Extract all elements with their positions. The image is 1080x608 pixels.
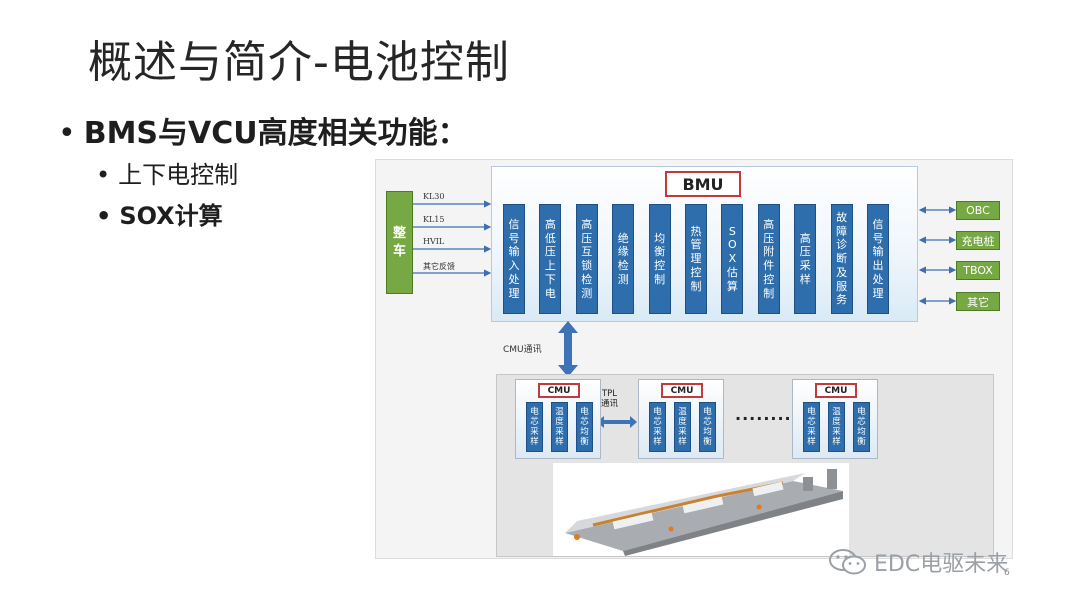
main-bullet: •BMS与VCU高度相关功能：: [58, 108, 468, 152]
cmu-function-block: 温度采样: [551, 402, 568, 452]
bullet-dot: •: [58, 116, 76, 151]
cmu-function-block: 电芯采样: [649, 402, 666, 452]
sub-bullet-sox: •SOX计算: [96, 196, 223, 231]
sub-bullet-power: •上下电控制: [96, 155, 238, 190]
more-cmu-ellipsis: ........: [735, 405, 792, 424]
cmu-function-block: 电芯均衡: [699, 402, 716, 452]
bullet-dot: •: [96, 161, 111, 189]
wechat-icon: [829, 549, 866, 575]
cmu-function-block: 电芯均衡: [853, 402, 870, 452]
bullet-dot: •: [96, 202, 112, 230]
page-number: 6: [1004, 568, 1010, 578]
signal-label-other: 其它反馈: [423, 262, 455, 271]
cmu-comm-label: CMU通讯: [503, 345, 542, 355]
cmu-group: CMU 电芯采样温度采样电芯均衡: [792, 379, 878, 459]
cmu-group: CMU 电芯采样温度采样电芯均衡: [515, 379, 601, 459]
tpl-arrow: [597, 416, 637, 428]
cmu-function-block: 温度采样: [828, 402, 845, 452]
signal-label-kl15: KL15: [423, 215, 445, 224]
external-tbox: TBOX: [956, 261, 1000, 280]
cmu-function-block: 电芯均衡: [576, 402, 593, 452]
bmu-function-block: 信号输出处理: [867, 204, 889, 314]
bmu-label: BMU: [665, 171, 741, 197]
cmu-function-block: 电芯采样: [526, 402, 543, 452]
cmu-link-arrow: [558, 321, 578, 377]
cmu-function-block: 电芯采样: [803, 402, 820, 452]
vehicle-block: 整车: [386, 191, 413, 294]
bmu-function-block: 绝缘检测: [612, 204, 635, 314]
main-bullet-text: BMS与VCU高度相关功能：: [83, 116, 468, 151]
watermark: EDC电驱未来: [828, 547, 1008, 577]
signal-label-hvil: HVIL: [423, 237, 445, 246]
bmu-function-block: 高压附件控制: [757, 204, 780, 314]
bmu-function-block: 均衡控制: [648, 204, 671, 314]
sub-bullet-text: 上下电控制: [118, 161, 239, 189]
external-arrows: [918, 206, 957, 305]
external-charger: 充电桩: [956, 231, 1000, 250]
signal-label-kl30: KL30: [423, 192, 445, 201]
battery-pack-image: [553, 463, 849, 556]
external-obc: OBC: [956, 201, 1000, 220]
bmu-function-block: 信号输入处理: [503, 204, 525, 314]
bms-architecture-diagram: 整车 KL30 KL15 HVIL 其它反馈 BMU 信号输入处理高低压上下电高…: [375, 159, 1013, 559]
cmu-label: CMU: [538, 383, 580, 398]
bmu-function-block: 高压互锁检测: [575, 204, 598, 314]
cmu-label: CMU: [661, 383, 703, 398]
sub-bullet-text: SOX计算: [119, 202, 223, 230]
cmu-function-block: 温度采样: [674, 402, 691, 452]
bmu-function-block: 高压采样: [794, 204, 817, 314]
cmu-group: CMU 电芯采样温度采样电芯均衡: [638, 379, 724, 459]
bmu-function-block: 故障诊断及服务: [830, 204, 853, 314]
external-other: 其它: [956, 292, 1000, 311]
bmu-function-block: 高低压上下电: [539, 204, 562, 314]
bmu-function-block: 热管理控制: [685, 204, 707, 314]
slide-title: 概述与简介-电池控制: [88, 37, 510, 88]
cmu-label: CMU: [815, 383, 857, 398]
watermark-text: EDC电驱未来: [874, 552, 1009, 577]
